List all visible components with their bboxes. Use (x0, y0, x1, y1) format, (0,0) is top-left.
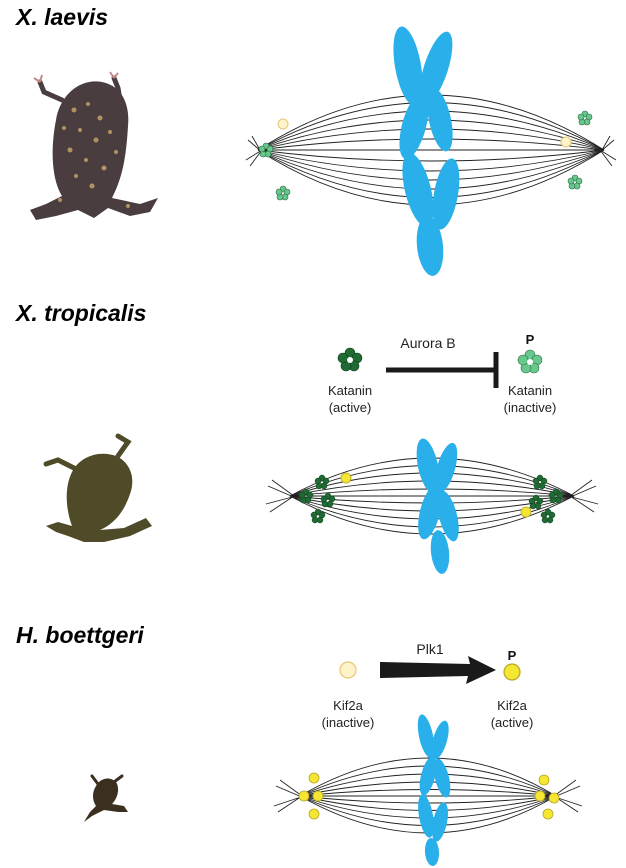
regulator-label: Plk1 (416, 641, 443, 657)
frog-tropicalis-image (43, 433, 152, 542)
chromosomes (416, 438, 459, 574)
left-protein-label: Katanin (328, 383, 372, 398)
species-title: X. tropicalis (16, 300, 147, 326)
right-state-label: (active) (491, 715, 534, 730)
frog-laevis-image (30, 71, 158, 221)
left-state-label: (inactive) (322, 715, 375, 730)
panel-x-laevis: X. laevis (0, 0, 626, 290)
chromosomes (417, 714, 451, 866)
right-protein-label: Kif2a (497, 698, 527, 713)
kif2a-active-icon (503, 663, 521, 681)
katanin-inactive-icon (517, 349, 543, 374)
panel-x-tropicalis: X. tropicalis Katanin (active) Aurora B … (0, 290, 626, 590)
kif2a-inactive-markers (277, 118, 572, 148)
panel-h-boettgeri: H. boettgeri Kif2a (inactive) Plk1 P Kif… (0, 600, 626, 868)
katanin-active-markers (298, 474, 564, 524)
left-state-label: (active) (329, 400, 372, 415)
kif2a-inactive-icon (339, 661, 357, 679)
regulator-label: Aurora B (400, 335, 455, 351)
kif2a-active-markers (298, 772, 560, 820)
katanin-active-icon (337, 347, 363, 372)
kif2a-markers (340, 472, 532, 518)
boettgeri-figure: Kif2a (inactive) Plk1 P Kif2a (active) (84, 641, 583, 866)
activation-arrow (380, 656, 496, 684)
species-title: X. laevis (16, 4, 109, 30)
frog-boettgeri-image (84, 774, 128, 822)
tropicalis-figure: Katanin (active) Aurora B P Katanin (ina… (43, 332, 599, 574)
species-title: H. boettgeri (16, 622, 144, 648)
right-protein-label: Katanin (508, 383, 552, 398)
right-state-label: (inactive) (504, 400, 557, 415)
laevis-figure (30, 26, 617, 276)
phospho-mark: P (508, 648, 517, 663)
left-protein-label: Kif2a (333, 698, 363, 713)
inhibition-arrow (386, 352, 499, 388)
phospho-mark: P (526, 332, 535, 347)
chromosomes (393, 26, 460, 276)
katanin-inactive-markers (258, 110, 593, 201)
